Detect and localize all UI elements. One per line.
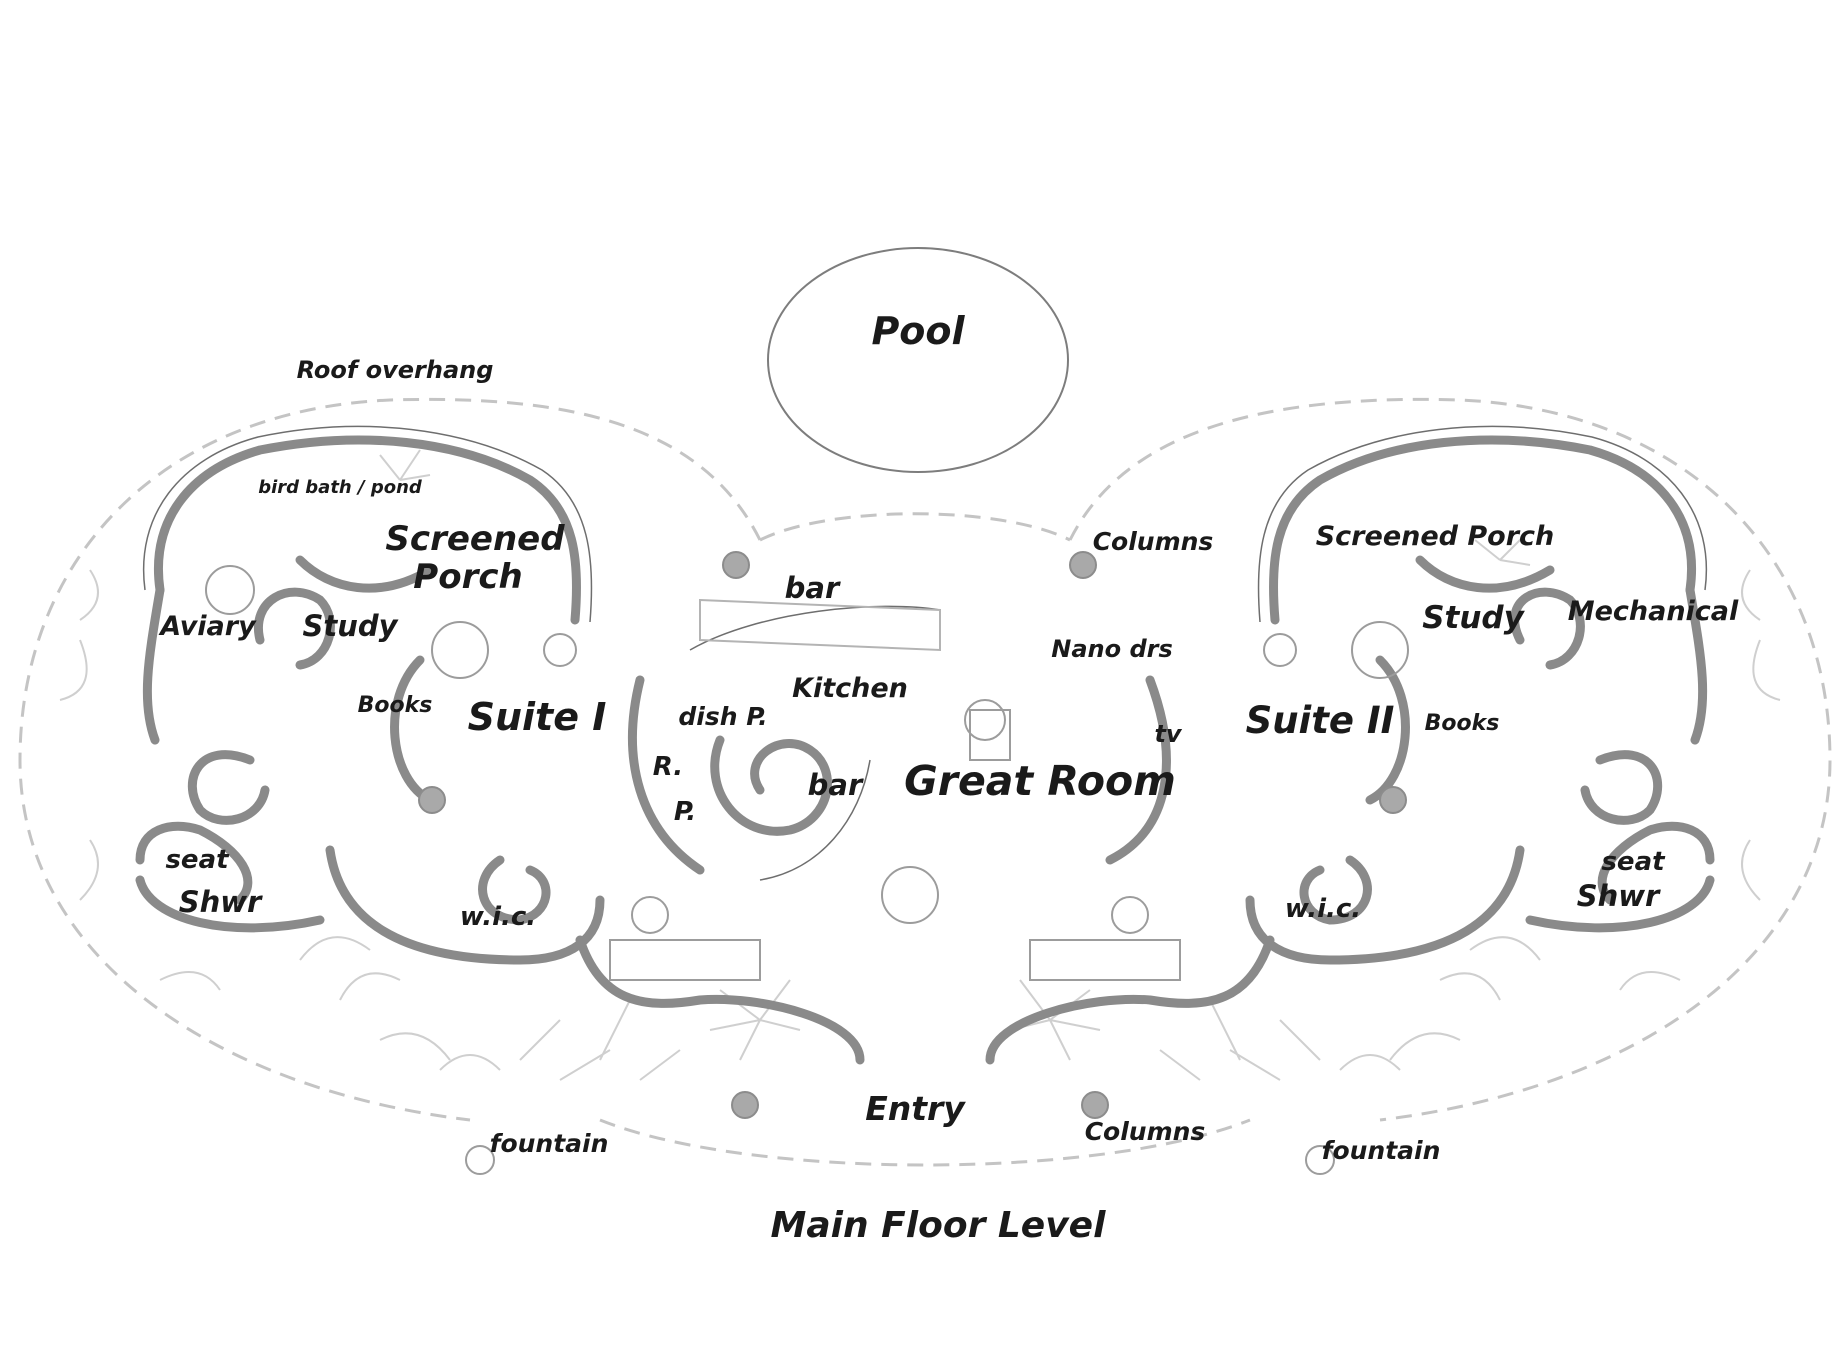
bird-bath-label: bird bath / pond [258,477,423,498]
column-dot [1379,786,1407,814]
center-walls [628,598,1171,881]
dish-p-label: dish P. [678,702,767,731]
aviary-label: Aviary [158,611,257,642]
furniture [205,565,1409,1175]
books-2-label: Books [1425,711,1500,736]
shwr-2-label: Shwr [1577,879,1661,913]
roof-overhang-outline [18,397,1832,1167]
screened-porch-2-label: Screened Porch [1316,521,1555,552]
wic-1-label: w.i.c. [460,902,536,932]
pool-label: Pool [871,309,965,353]
fountain-2-label: fountain [1322,1136,1441,1165]
column-dot [722,551,750,579]
screened-porch-1b-label: Porch [413,557,522,597]
columns [418,551,1407,1119]
pool-circle [767,247,1069,473]
page-title: Main Floor Level [771,1205,1107,1246]
right-wing-walls [985,425,1715,1065]
bar-top-label: bar [785,571,841,605]
kitchen-label: Kitchen [792,673,908,704]
entry-label: Entry [865,1089,966,1128]
seat-2-label: seat [1601,847,1666,877]
mechanical-label: Mechanical [1568,596,1739,627]
shwr-1-label: Shwr [179,885,263,919]
p-label: P. [674,797,696,827]
tv-label: tv [1154,720,1182,748]
column-dot [731,1091,759,1119]
study-2-label: Study [1422,600,1525,636]
books-1-label: Books [358,693,433,718]
columns-bottom-label: Columns [1085,1117,1206,1146]
suite-2-label: Suite II [1246,699,1395,742]
column-dot [1081,1091,1109,1119]
nano-drs-label: Nano drs [1051,635,1173,663]
column-dot [418,786,446,814]
bar-bottom-label: bar [808,768,864,802]
r-label: R. [653,752,683,782]
fountain-1-label: fountain [490,1129,609,1158]
column-dot [1069,551,1097,579]
study-1-label: Study [302,609,398,643]
labels: Pool Roof overhang bird bath / pond Scre… [158,309,1739,1246]
wic-2-label: w.i.c. [1285,894,1361,924]
left-wing-walls [135,425,865,1065]
seat-1-label: seat [165,845,230,875]
great-room-label: Great Room [904,757,1176,805]
columns-top-label: Columns [1093,527,1214,556]
roof-overhang-label: Roof overhang [297,356,494,384]
suite-1-label: Suite I [468,695,607,739]
screened-porch-1-label: Screened [385,519,565,559]
